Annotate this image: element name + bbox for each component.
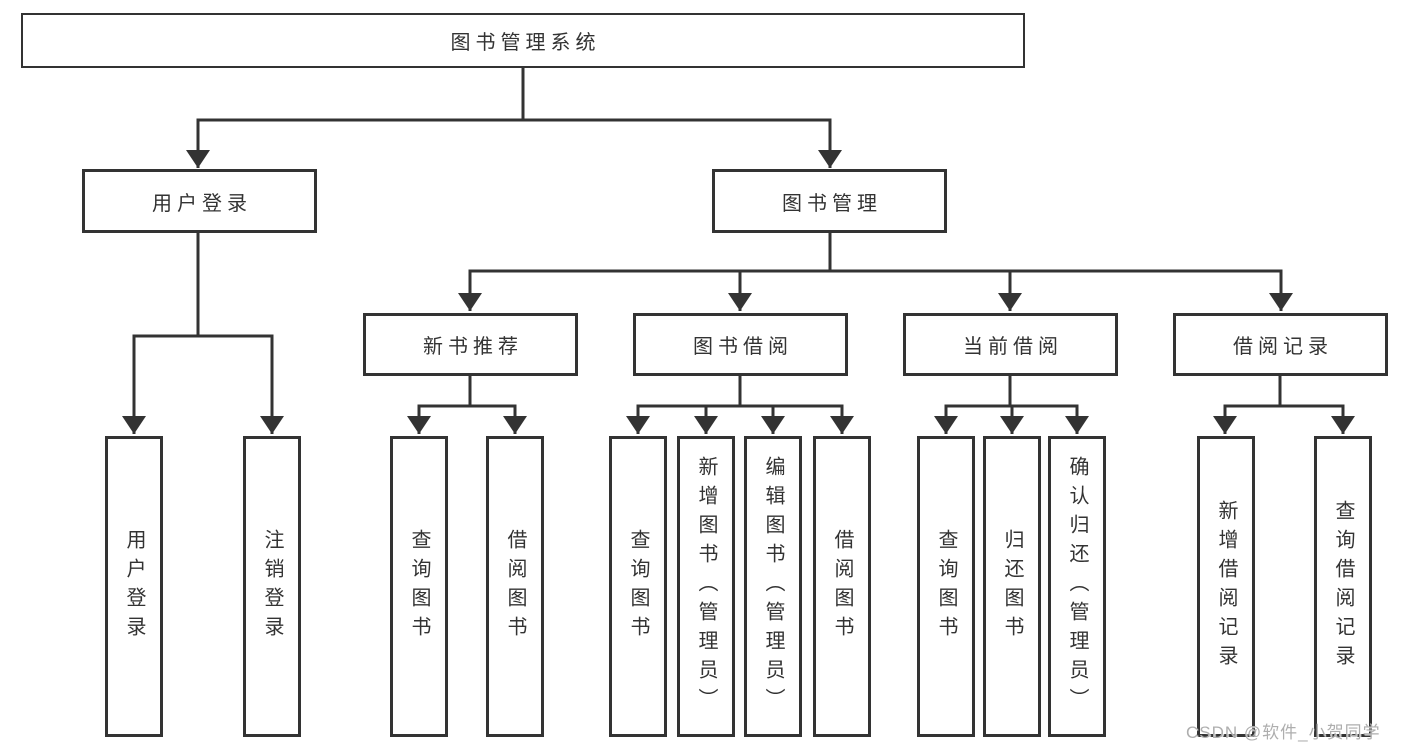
node-label: 查询图书 (627, 528, 649, 645)
node-new-book-recommend: 新书推荐 (363, 313, 578, 376)
node-label: 用户登录 (123, 528, 145, 645)
node-cb-confirm-return-admin: 确认归还（管理员） (1048, 436, 1106, 737)
node-label: 注销登录 (261, 528, 283, 645)
edge-book-mgmt-to-borrow-records (828, 233, 1293, 311)
node-borrow-records: 借阅记录 (1173, 313, 1388, 376)
node-label: 编辑图书（管理员） (762, 456, 784, 717)
node-bb-add-books-admin: 新增图书（管理员） (677, 436, 735, 737)
node-label: 确认归还（管理员） (1066, 456, 1088, 717)
edge-nbr-to-borrow-books (468, 376, 527, 434)
node-book-management: 图书管理 (712, 169, 947, 233)
edge-user-login-to-logout (196, 233, 284, 434)
node-label: 查询借阅记录 (1332, 499, 1354, 674)
node-leaf-logout: 注销登录 (243, 436, 301, 737)
node-user-login: 用户登录 (82, 169, 317, 233)
node-bb-edit-books-admin: 编辑图书（管理员） (744, 436, 802, 737)
node-bb-borrow-books: 借阅图书 (813, 436, 871, 737)
edge-root-to-book-management (521, 68, 842, 168)
node-cb-query-books: 查询图书 (917, 436, 975, 737)
node-label: 查询图书 (935, 528, 957, 645)
node-cb-return-books: 归还图书 (983, 436, 1041, 737)
node-current-borrow: 当前借阅 (903, 313, 1118, 376)
node-label: 借阅图书 (504, 528, 526, 645)
edge-cb-to-query-books (934, 376, 1012, 434)
node-label: 新增借阅记录 (1215, 499, 1237, 674)
node-label: 借阅图书 (831, 528, 853, 645)
node-label: 归还图书 (1001, 528, 1023, 645)
edge-nbr-to-query-books (407, 376, 472, 434)
node-label: 新增图书（管理员） (695, 456, 717, 717)
edge-br-to-query-record (1278, 376, 1355, 434)
node-bb-query-books: 查询图书 (609, 436, 667, 737)
node-library-management-system: 图书管理系统 (21, 13, 1025, 68)
node-label: 查询图书 (408, 528, 430, 645)
node-br-query-borrow-record: 查询借阅记录 (1314, 436, 1372, 737)
edge-br-to-add-record (1213, 376, 1282, 434)
csdn-watermark: CSDN @软件_小贺同学 (1186, 723, 1381, 742)
edge-book-mgmt-to-book-borrow (728, 233, 832, 311)
edge-bb-to-add-books (694, 376, 742, 434)
node-nbr-borrow-books: 借阅图书 (486, 436, 544, 737)
edge-root-to-user-login (186, 68, 525, 168)
node-nbr-query-books: 查询图书 (390, 436, 448, 737)
node-leaf-user-login: 用户登录 (105, 436, 163, 737)
node-br-add-borrow-record: 新增借阅记录 (1197, 436, 1255, 737)
edge-user-login-to-login (122, 233, 200, 434)
edge-cb-to-confirm-return (1008, 376, 1089, 434)
edge-bb-to-borrow-books (738, 376, 854, 434)
node-book-borrow: 图书借阅 (633, 313, 848, 376)
